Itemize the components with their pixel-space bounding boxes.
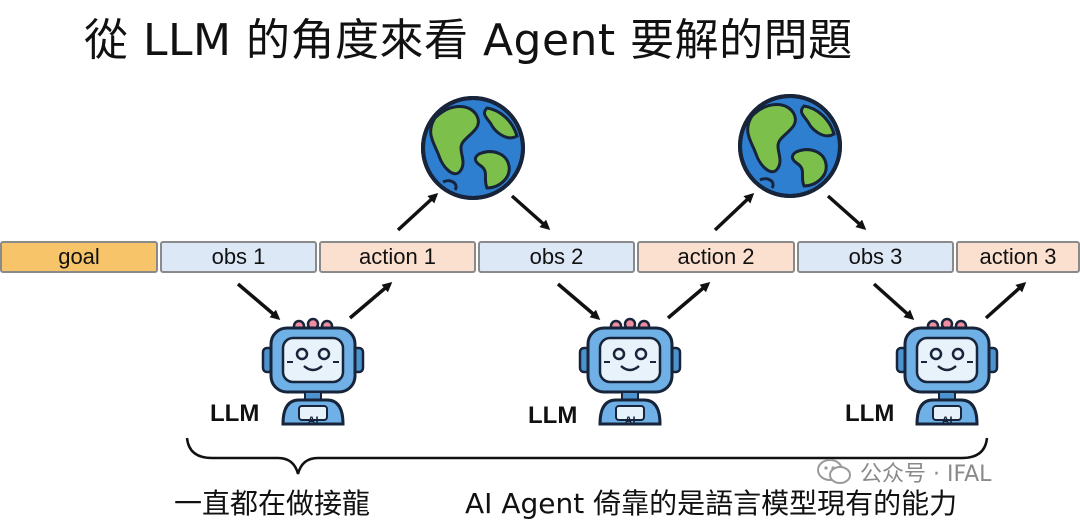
arrow-llm-to-action3	[984, 281, 1027, 320]
watermark-text: 公众号 · IFAL	[860, 462, 992, 487]
arrow-llm-to-action2	[666, 282, 711, 320]
globe-icon-1	[421, 96, 525, 200]
wechat-icon	[817, 459, 851, 484]
seq-action-1: action 1	[319, 241, 476, 273]
robot-icon-2	[578, 317, 682, 426]
arrow-action2-to-world	[713, 192, 755, 232]
curly-brace	[185, 437, 989, 475]
seq-action-2: action 2	[637, 241, 795, 273]
robot-icon-3	[895, 317, 999, 426]
arrow-world-to-obs2	[510, 194, 551, 230]
robot-badge-2: AI	[625, 415, 636, 427]
page-title: 從 LLM 的角度來看 Agent 要解的問題	[84, 15, 853, 66]
llm-label-3: LLM	[845, 400, 895, 427]
caption-right: AI Agent 倚靠的是語言模型現有的能力	[465, 487, 958, 520]
seq-action-3: action 3	[956, 241, 1080, 273]
seq-obs-3: obs 3	[797, 241, 954, 273]
caption-left: 一直都在做接龍	[174, 487, 371, 520]
llm-label-2: LLM	[528, 402, 578, 429]
seq-obs-1: obs 1	[160, 241, 317, 273]
robot-badge-1: AI	[308, 415, 319, 427]
arrow-obs2-to-llm	[556, 282, 601, 320]
robot-icon-1	[261, 317, 365, 426]
seq-goal: goal	[0, 241, 158, 273]
globe-icon-2	[738, 94, 842, 198]
arrow-llm-to-action1	[348, 282, 393, 320]
robot-badge-3: AI	[942, 415, 953, 427]
seq-obs-2: obs 2	[478, 241, 635, 273]
arrow-world-to-obs3	[826, 194, 867, 230]
arrow-action1-to-world	[396, 192, 439, 232]
llm-label-1: LLM	[210, 400, 260, 427]
arrow-obs1-to-llm	[236, 282, 281, 320]
watermark: 公众号 · IFAL	[816, 456, 991, 488]
arrow-obs3-to-llm	[872, 282, 915, 321]
